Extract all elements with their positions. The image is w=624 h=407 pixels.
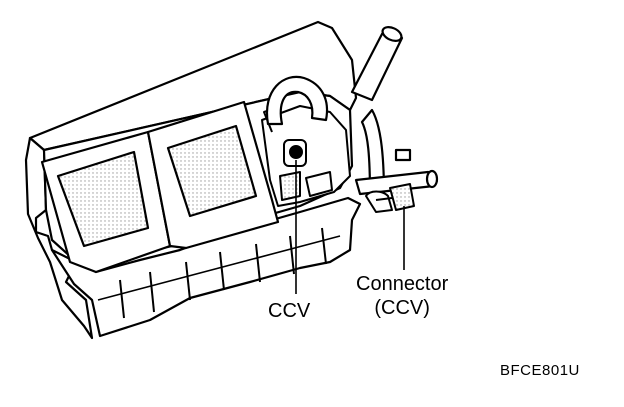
housing-ribs	[97, 227, 341, 319]
connector-ccv-part	[365, 183, 415, 213]
leader-lines	[295, 160, 405, 294]
connector-label: Connector (CCV)	[356, 272, 448, 320]
ccv-label: CCV	[268, 300, 311, 322]
figure-code: BFCE801U	[500, 362, 580, 379]
ccv-valve	[261, 105, 351, 207]
connector-label-line1: Connector	[356, 273, 449, 295]
filter-chamber-right	[146, 100, 280, 250]
hoses	[265, 26, 439, 198]
connector-label-line2: (CCV)	[374, 297, 430, 319]
filter-chamber-left	[40, 130, 172, 274]
